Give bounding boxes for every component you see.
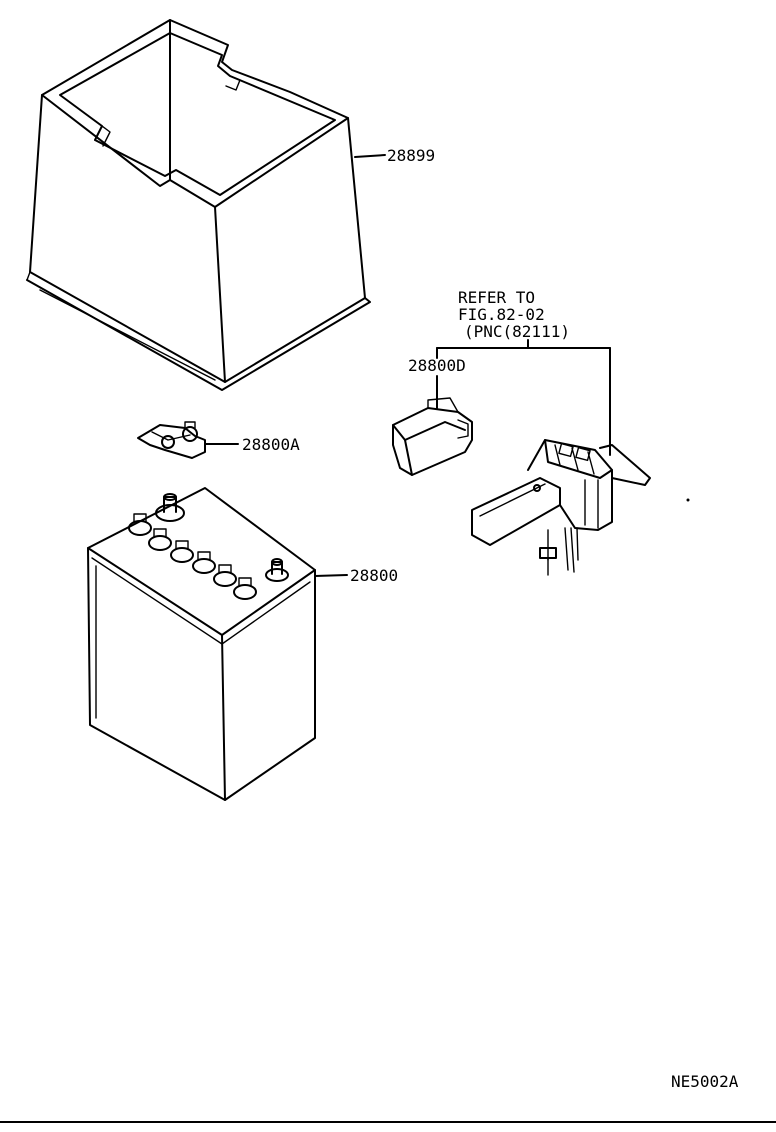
terminal-cover-part-number: 28800D	[408, 356, 466, 375]
battery-tray-part-number: 28899	[387, 146, 435, 165]
battery-terminal-posts	[155, 493, 289, 582]
battery-tray-drawing	[26, 19, 386, 391]
figure-code: NE5002A	[671, 1072, 739, 1091]
battery-clamp-part-number: 28800A	[242, 435, 300, 454]
reference-note-line1: REFER TO	[458, 288, 535, 307]
battery-vent-caps	[128, 513, 257, 600]
battery-part-number: 28800	[350, 566, 398, 585]
reference-note-line2: FIG.82-02	[458, 305, 545, 324]
reference-note-line3: (PNC(82111)	[464, 322, 570, 341]
stray-dot	[686, 498, 690, 502]
battery-drawing	[87, 487, 348, 801]
battery-clamp-drawing	[137, 421, 239, 459]
reference-note: REFER TO FIG.82-02 (PNC(82111)	[436, 288, 611, 456]
fusible-link-block-drawing	[471, 439, 651, 576]
terminal-cover-drawing	[392, 375, 473, 476]
